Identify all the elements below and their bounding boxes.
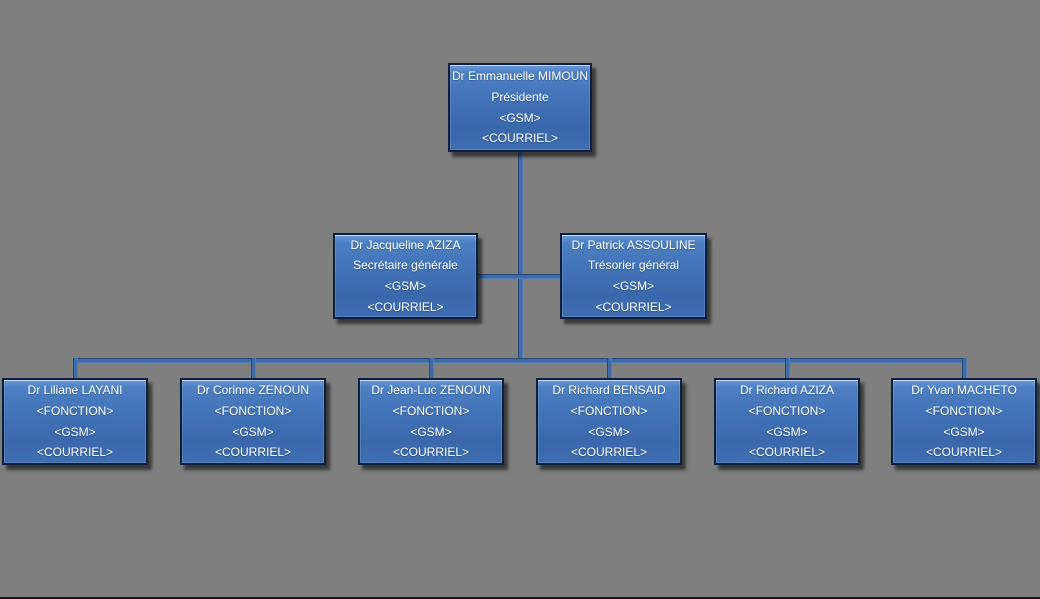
node-gsm: <GSM> xyxy=(384,279,427,293)
org-node-member-2[interactable]: Dr Corinne ZENOUN <FONCTION> <GSM> <COUR… xyxy=(180,378,326,465)
node-courriel: <COURRIEL> xyxy=(36,445,114,460)
node-role: <FONCTION> xyxy=(214,403,292,418)
node-gsm: <GSM> xyxy=(232,424,274,439)
screen-bottom-edge xyxy=(0,597,1040,599)
connector-drop-3 xyxy=(429,358,434,378)
connector-drop-6 xyxy=(962,358,967,378)
org-node-member-1[interactable]: Dr Liliane LAYANI <FONCTION> <GSM> <COUR… xyxy=(2,378,148,465)
node-name: Dr Liliane LAYANI xyxy=(27,383,123,398)
org-node-tresorier-general[interactable]: Dr Patrick ASSOULINE Trésorier général <… xyxy=(560,233,707,319)
node-courriel: <COURRIEL> xyxy=(570,445,648,460)
node-courriel: <COURRIEL> xyxy=(925,445,1003,460)
node-name: Dr Patrick ASSOULINE xyxy=(571,237,696,252)
node-name: Dr Emmanuelle MIMOUN xyxy=(451,69,589,84)
node-gsm: <GSM> xyxy=(612,279,655,293)
node-role: <FONCTION> xyxy=(392,403,470,418)
node-gsm: <GSM> xyxy=(943,424,985,439)
org-node-secretaire-generale[interactable]: Dr Jacqueline AZIZA Secrétaire générale … xyxy=(333,233,478,319)
node-name: Dr Jean-Luc ZENOUN xyxy=(371,383,491,398)
node-gsm: <GSM> xyxy=(54,424,96,439)
node-name: Dr Richard BENSAID xyxy=(552,383,666,398)
node-courriel: <COURRIEL> xyxy=(748,445,826,460)
node-name: Dr Jacqueline AZIZA xyxy=(350,237,461,252)
node-name: Dr Richard AZIZA xyxy=(739,383,835,398)
node-courriel: <COURRIEL> xyxy=(595,299,672,314)
connector-drop-2 xyxy=(251,358,256,378)
node-courriel: <COURRIEL> xyxy=(481,131,559,146)
node-courriel: <COURRIEL> xyxy=(367,299,444,314)
connector-level3-bus xyxy=(73,358,967,363)
org-node-member-3[interactable]: Dr Jean-Luc ZENOUN <FONCTION> <GSM> <COU… xyxy=(358,378,504,465)
connector-drop-5 xyxy=(785,358,790,378)
node-gsm: <GSM> xyxy=(499,110,541,125)
connector-level2-horizontal xyxy=(478,274,560,279)
node-gsm: <GSM> xyxy=(588,424,630,439)
node-role: Secrétaire générale xyxy=(353,258,458,273)
node-role: <FONCTION> xyxy=(925,403,1003,418)
node-courriel: <COURRIEL> xyxy=(392,445,470,460)
node-role: <FONCTION> xyxy=(748,403,826,418)
node-courriel: <COURRIEL> xyxy=(214,445,292,460)
node-role: Trésorier général xyxy=(588,258,679,273)
node-role: <FONCTION> xyxy=(36,403,114,418)
node-name: Dr Corinne ZENOUN xyxy=(196,383,310,398)
org-node-member-5[interactable]: Dr Richard AZIZA <FONCTION> <GSM> <COURR… xyxy=(714,378,860,465)
org-node-presidente[interactable]: Dr Emmanuelle MIMOUN Présidente <GSM> <C… xyxy=(448,63,592,152)
node-gsm: <GSM> xyxy=(410,424,452,439)
node-gsm: <GSM> xyxy=(766,424,808,439)
node-role: <FONCTION> xyxy=(570,403,648,418)
org-node-member-6[interactable]: Dr Yvan MACHETO <FONCTION> <GSM> <COURRI… xyxy=(891,378,1037,465)
node-role: Présidente xyxy=(491,89,549,104)
connector-drop-4 xyxy=(607,358,612,378)
connector-drop-1 xyxy=(73,358,78,378)
org-node-member-4[interactable]: Dr Richard BENSAID <FONCTION> <GSM> <COU… xyxy=(536,378,682,465)
node-name: Dr Yvan MACHETO xyxy=(911,383,1017,398)
connector-root-vertical xyxy=(518,150,523,363)
